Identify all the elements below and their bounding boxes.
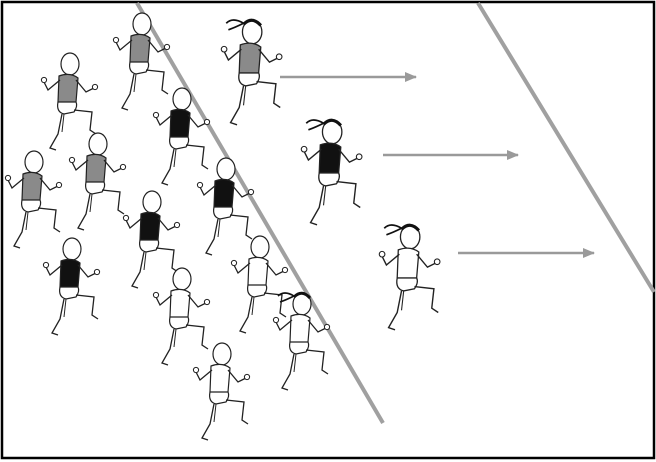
running-race-diagram (0, 0, 656, 462)
diagram-canvas (0, 0, 656, 462)
frame-border (2, 2, 654, 458)
